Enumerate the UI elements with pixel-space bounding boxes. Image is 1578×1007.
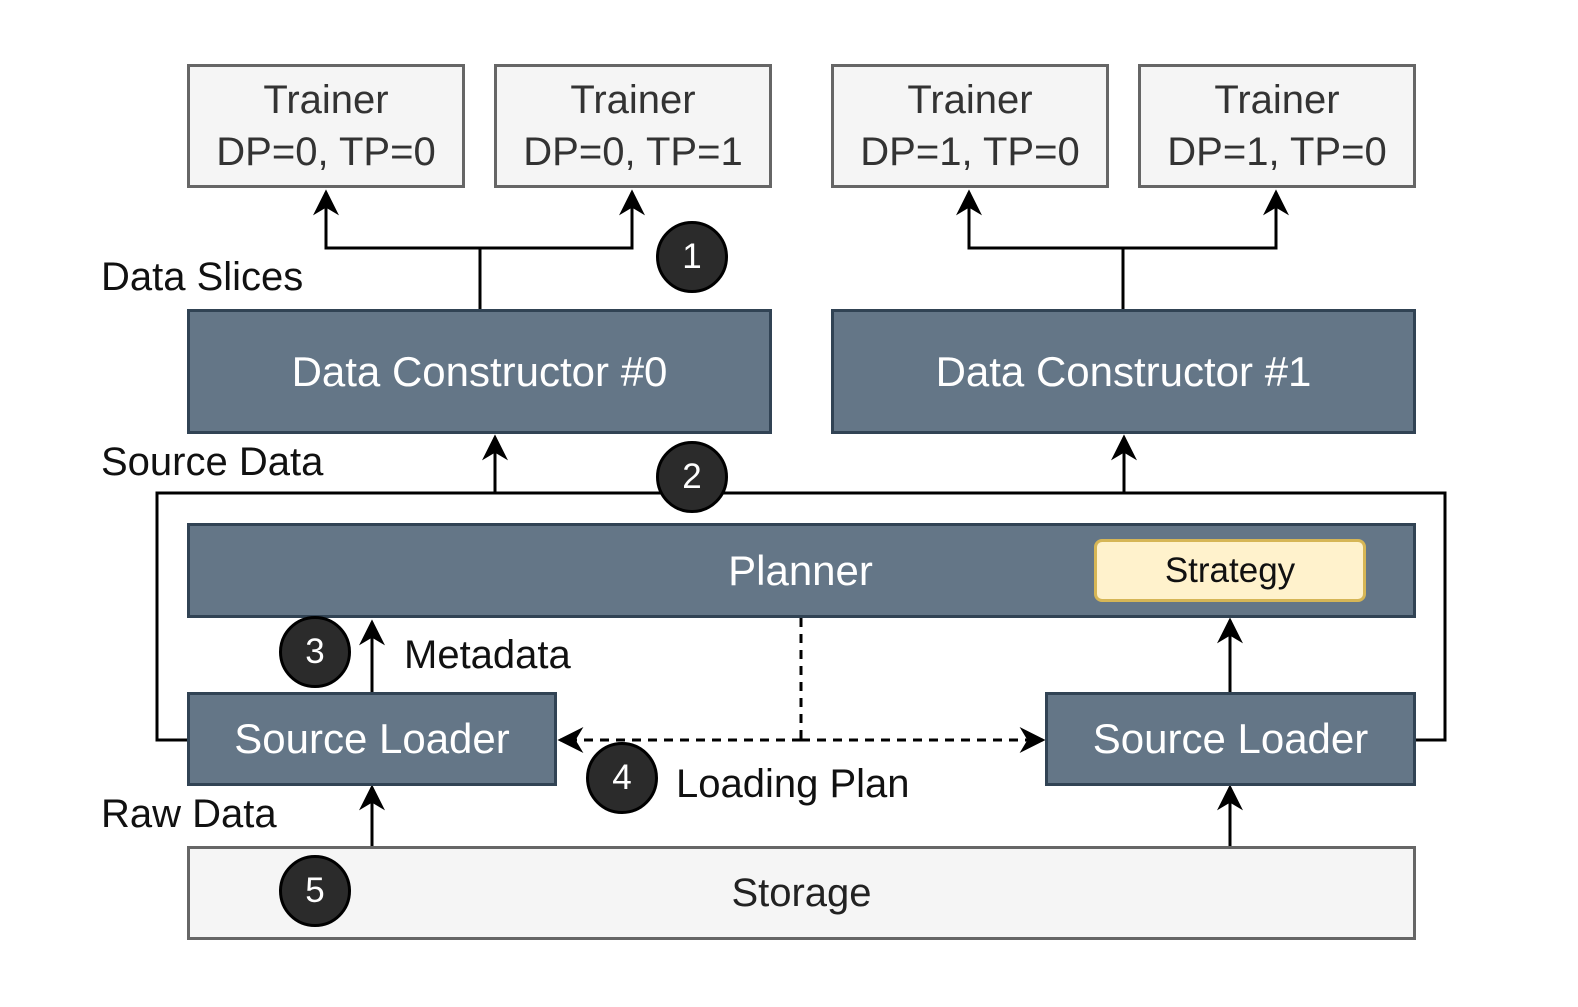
- planner-label: Planner: [728, 546, 873, 594]
- data-constructor-label: Data Constructor #1: [935, 347, 1312, 395]
- trainer-node-dp0-tp1: Trainer DP=0, TP=1: [494, 64, 772, 188]
- trainer-ranks: DP=0, TP=0: [216, 130, 436, 174]
- trainer-ranks: DP=1, TP=0: [1167, 130, 1387, 174]
- step-badge-1: 1: [656, 221, 728, 293]
- step-badge-4: 4: [586, 742, 658, 814]
- storage-label: Storage: [731, 870, 872, 915]
- trainer-title: Trainer: [570, 78, 696, 122]
- data-constructor-label: Data Constructor #0: [291, 347, 668, 395]
- arrow-dc0-to-trainer-1: [480, 189, 645, 250]
- step-badge-3: 3: [279, 616, 351, 688]
- raw-data-label: Raw Data: [101, 792, 277, 836]
- data-constructor-1: Data Constructor #1: [831, 309, 1416, 434]
- data-slices-label: Data Slices: [101, 255, 304, 299]
- trainer-title: Trainer: [907, 78, 1033, 122]
- loading-plan-label: Loading Plan: [676, 762, 910, 806]
- source-loader-1: Source Loader: [1045, 692, 1416, 786]
- arrow-dc0-to-trainer-0: [313, 189, 482, 310]
- trainer-node-dp1-tp0-a: Trainer DP=1, TP=0: [831, 64, 1109, 188]
- storage-node: Storage: [187, 846, 1416, 940]
- metadata-label: Metadata: [404, 633, 571, 677]
- trainer-node-dp0-tp0: Trainer DP=0, TP=0: [187, 64, 465, 188]
- arrow-dc1-to-trainer-3: [1123, 189, 1289, 250]
- step-badge-5: 5: [279, 855, 351, 927]
- trainer-node-dp1-tp0-b: Trainer DP=1, TP=0: [1138, 64, 1416, 188]
- source-loader-label: Source Loader: [1092, 715, 1369, 762]
- step-badge-2: 2: [656, 441, 728, 513]
- source-data-bus: [155, 491, 1447, 742]
- source-loader-label: Source Loader: [234, 715, 510, 762]
- strategy-label: Strategy: [1164, 550, 1296, 590]
- source-loader-0: Source Loader: [187, 692, 557, 786]
- trainer-ranks: DP=0, TP=1: [523, 130, 743, 174]
- data-constructor-0: Data Constructor #0: [187, 309, 772, 434]
- arrow-dc1-to-trainer-2: [956, 189, 1125, 310]
- strategy-node: Strategy: [1094, 539, 1366, 602]
- source-data-label: Source Data: [101, 440, 324, 484]
- trainer-title: Trainer: [263, 78, 389, 122]
- trainer-ranks: DP=1, TP=0: [860, 130, 1080, 174]
- trainer-title: Trainer: [1214, 78, 1340, 122]
